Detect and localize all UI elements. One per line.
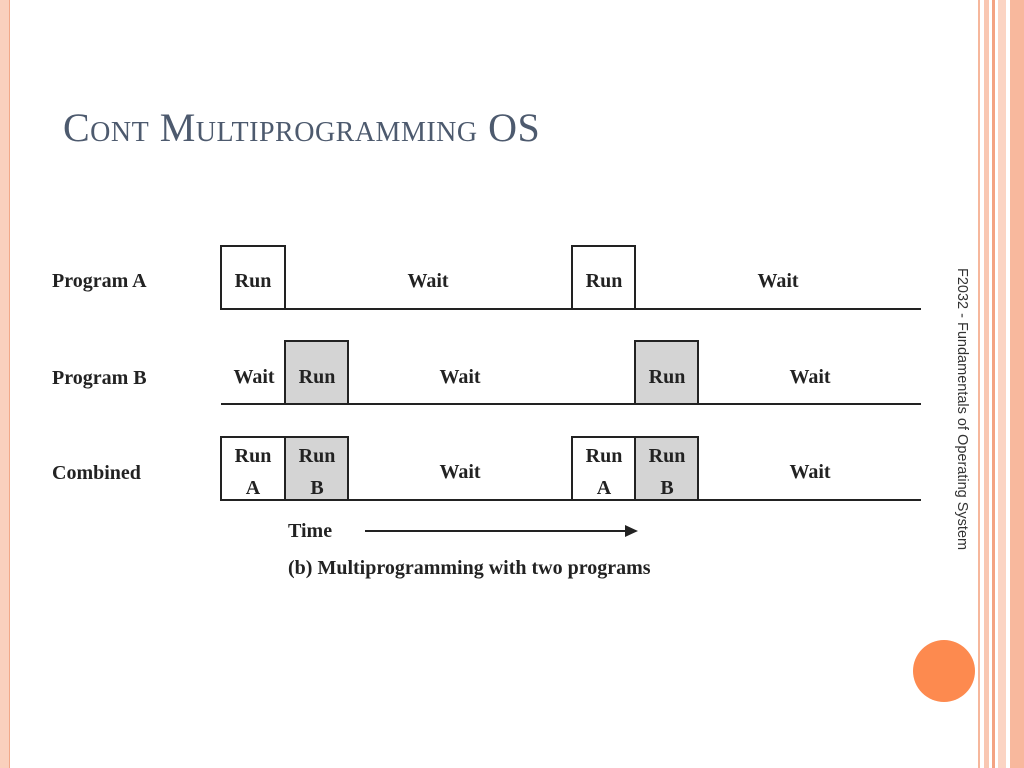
cell-text: Run <box>299 366 336 388</box>
left-edge-decoration <box>0 0 9 768</box>
cell-text: Run <box>586 270 623 292</box>
run-box-shaded <box>284 340 349 405</box>
left-edge-line <box>9 0 10 768</box>
time-label: Time <box>288 520 332 542</box>
cell-text-line1: Run <box>649 445 686 467</box>
run-box-shaded <box>284 436 349 501</box>
right-edge-stripe <box>978 0 980 768</box>
row-label-program-b: Program B <box>52 367 147 389</box>
right-edge-stripe <box>984 0 989 768</box>
cell-text-line2: A <box>597 477 612 499</box>
run-box-shaded <box>634 340 699 405</box>
diagram-caption: (b) Multiprogramming with two programs <box>288 557 651 579</box>
cell-text-line1: Run <box>299 445 336 467</box>
cell-text: Wait <box>439 366 480 388</box>
cell-text: Wait <box>439 461 480 483</box>
cell-text-line2: A <box>246 477 261 499</box>
right-edge-stripe <box>1010 0 1024 768</box>
cell-text-line1: Run <box>235 445 272 467</box>
run-box <box>220 436 286 501</box>
cell-text-line2: B <box>310 477 323 499</box>
slide-title: Cont Multiprogramming OS <box>63 105 541 150</box>
cell-text: Run <box>649 366 686 388</box>
orange-circle-decoration <box>913 640 975 702</box>
cell-text: Run <box>235 270 272 292</box>
cell-text: Wait <box>407 270 448 292</box>
cell-text: Wait <box>789 461 830 483</box>
row-label-combined: Combined <box>52 462 141 484</box>
cell-text: Wait <box>757 270 798 292</box>
cell-text: Wait <box>789 366 830 388</box>
time-arrow-head <box>625 525 638 537</box>
cell-text-line1: Run <box>586 445 623 467</box>
run-box <box>571 245 636 310</box>
run-box <box>220 245 286 310</box>
multiprogramming-timeline-diagram: Program A Run Wait Run Wait Program B Wa… <box>52 245 921 579</box>
vertical-footer-text: F2032 - Fundamentals of Operating System <box>954 268 970 551</box>
right-edge-stripe <box>998 0 1006 768</box>
cell-text: Wait <box>233 366 274 388</box>
row-label-program-a: Program A <box>52 270 147 292</box>
run-box-shaded <box>634 436 699 501</box>
right-edge-stripe <box>992 0 995 768</box>
cell-text-line2: B <box>660 477 673 499</box>
